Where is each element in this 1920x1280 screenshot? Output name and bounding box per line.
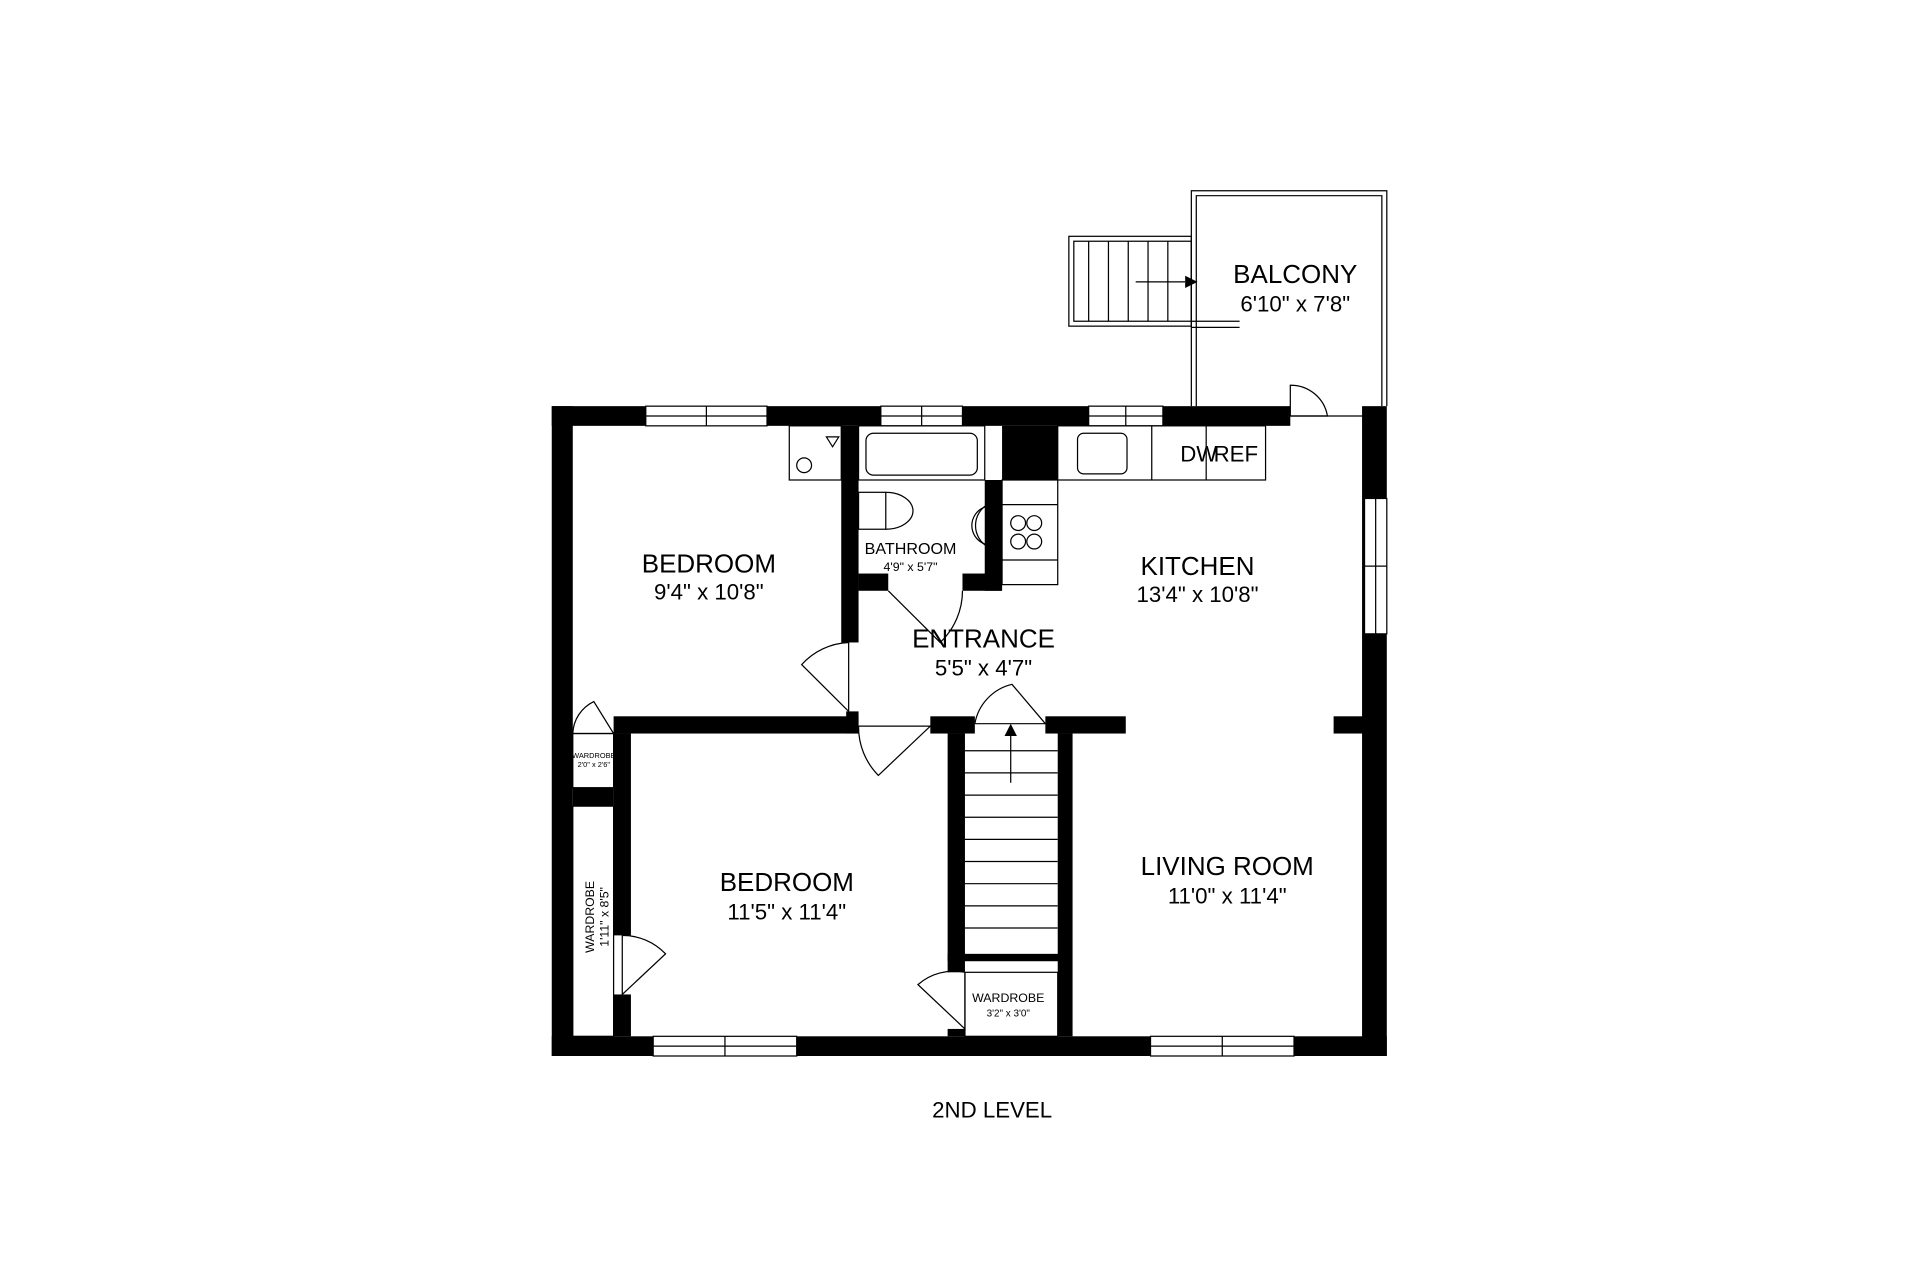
entrance-size: 5'5" x 4'7" [935, 656, 1032, 681]
balcony-size: 6'10" x 7'8" [1240, 291, 1350, 316]
wardrobe-1-name: WARDROBE [572, 751, 615, 760]
bedroom-1-name: BEDROOM [642, 550, 776, 578]
bedroom-2-size: 11'5" x 11'4" [727, 899, 846, 924]
kitchen-size: 13'4" x 10'8" [1136, 582, 1258, 607]
stair-arrow-icon [1004, 723, 1017, 736]
fixtures [572, 425, 1267, 1037]
windows [645, 405, 1388, 1057]
wardrobe-3-size: 3'2" x 3'0" [987, 1009, 1031, 1020]
balcony-name: BALCONY [1233, 261, 1357, 289]
refrigerator-label: REF [1214, 442, 1259, 467]
interior-stairs [964, 733, 1058, 929]
stair-arrow-icon [1185, 275, 1198, 288]
dishwasher-label: DW [1180, 442, 1217, 467]
bathroom-size: 4'9" x 5'7" [883, 560, 937, 574]
bedroom-2-name: BEDROOM [720, 869, 854, 897]
living-room-name: LIVING ROOM [1141, 853, 1314, 881]
entrance-name: ENTRANCE [912, 625, 1055, 653]
wardrobe-2-size: 1'11" x 8'5" [598, 887, 612, 947]
walls [551, 406, 1387, 1057]
living-room-size: 11'0" x 11'4" [1168, 883, 1287, 908]
kitchen-name: KITCHEN [1141, 553, 1255, 581]
balcony [1068, 190, 1388, 417]
wardrobe-3-name: WARDROBE [972, 991, 1044, 1005]
bedroom-1-size: 9'4" x 10'8" [654, 579, 764, 604]
wardrobe-1-size: 2'0" x 2'6" [578, 760, 611, 769]
bathroom-name: BATHROOM [865, 540, 957, 558]
level-label: 2ND LEVEL [932, 1098, 1052, 1123]
wardrobe-2-name: WARDROBE [583, 881, 597, 953]
doors [572, 590, 1047, 1031]
